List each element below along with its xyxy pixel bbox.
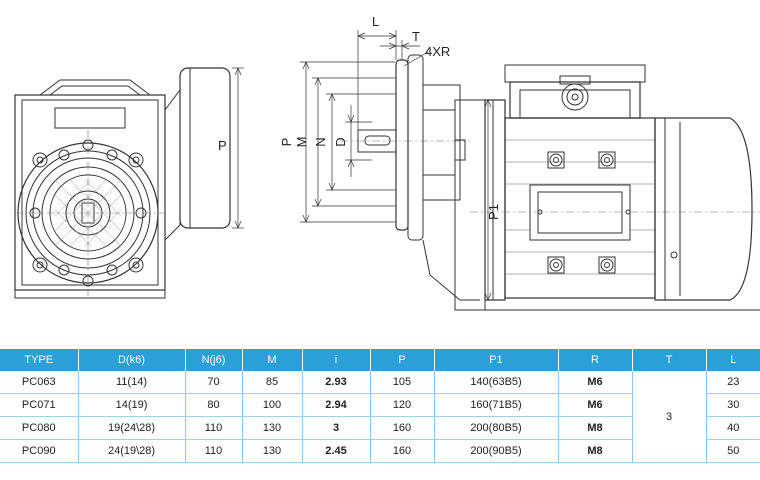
- header-m: M: [242, 349, 303, 371]
- label-m: M: [294, 137, 309, 148]
- label-n: N: [313, 137, 328, 146]
- table-row: PC063 11(14) 70 85 2.93 105 140(63B5) M6…: [0, 371, 760, 463]
- cell-r: M6: [558, 371, 633, 394]
- cell-p1: 200(90B5): [434, 439, 559, 463]
- cell-l: 50: [706, 439, 760, 463]
- cell-m: 130: [242, 439, 303, 463]
- label-p-left: P: [218, 138, 227, 153]
- table-row: PC090 24(19\28) 110 130 2.45 160 200(90B…: [0, 439, 760, 463]
- cell-m: 100: [242, 393, 303, 417]
- cell-l: 30: [706, 393, 760, 417]
- table-row: PC080 19(24\28) 110 130 3 160 200(80B5) …: [0, 416, 760, 440]
- label-p: P: [279, 138, 294, 147]
- header-d: D(k6): [78, 349, 186, 371]
- cell-p: 105: [370, 371, 435, 394]
- cell-p: 160: [370, 439, 435, 463]
- header-l: L: [706, 349, 760, 371]
- label-t: T: [412, 29, 420, 44]
- gearbox-front-view: [14, 67, 244, 299]
- cell-p1: 140(63B5): [434, 371, 559, 394]
- header-t: T: [632, 349, 707, 371]
- label-l: L: [372, 14, 379, 29]
- cell-p: 120: [370, 393, 435, 417]
- technical-drawing: P L T 4XR P M N D P1: [14, 14, 760, 311]
- header-n: N(j6): [185, 349, 243, 371]
- cell-n: 110: [185, 439, 243, 463]
- cell-l: 23: [706, 371, 760, 394]
- cell-d: 19(24\28): [78, 416, 186, 440]
- header-type: TYPE: [0, 349, 79, 371]
- label-p1: P1: [486, 204, 501, 220]
- cell-d: 14(19): [78, 393, 186, 417]
- cell-i: 2.45: [302, 439, 371, 463]
- cell-d: 24(19\28): [78, 439, 186, 463]
- cell-n: 110: [185, 416, 243, 440]
- label-4xr: 4XR: [425, 44, 450, 59]
- header-p: P: [370, 349, 435, 371]
- cell-n: 70: [185, 371, 243, 394]
- cell-type: PC090: [0, 439, 79, 463]
- cell-p1: 160(71B5): [434, 393, 559, 417]
- cell-type: PC071: [0, 393, 79, 417]
- cell-i: 2.93: [302, 371, 371, 394]
- cell-p: 160: [370, 416, 435, 440]
- cell-r: M8: [558, 416, 633, 440]
- table-row: PC071 14(19) 80 100 2.94 120 160(71B5) M…: [0, 393, 760, 417]
- cell-p1: 200(80B5): [434, 416, 559, 440]
- cell-d: 11(14): [78, 371, 186, 394]
- cell-m: 85: [242, 371, 303, 394]
- header-r: R: [558, 349, 633, 371]
- table-header-row: TYPE D(k6) N(j6) M i P P1 R T L: [0, 349, 760, 371]
- header-p1: P1: [434, 349, 559, 371]
- cell-type: PC080: [0, 416, 79, 440]
- cell-r: M6: [558, 393, 633, 417]
- header-i: i: [302, 349, 371, 371]
- cell-t-merged: 3: [632, 371, 707, 463]
- cell-n: 80: [185, 393, 243, 417]
- cell-m: 130: [242, 416, 303, 440]
- spec-table: TYPE D(k6) N(j6) M i P P1 R T L PC063 11…: [0, 349, 760, 463]
- cell-i: 3: [302, 416, 371, 440]
- cell-l: 40: [706, 416, 760, 440]
- label-d: D: [333, 137, 348, 146]
- motor-side-view: [300, 30, 760, 311]
- cell-r: M8: [558, 439, 633, 463]
- cell-type: PC063: [0, 371, 79, 394]
- cell-i: 2.94: [302, 393, 371, 417]
